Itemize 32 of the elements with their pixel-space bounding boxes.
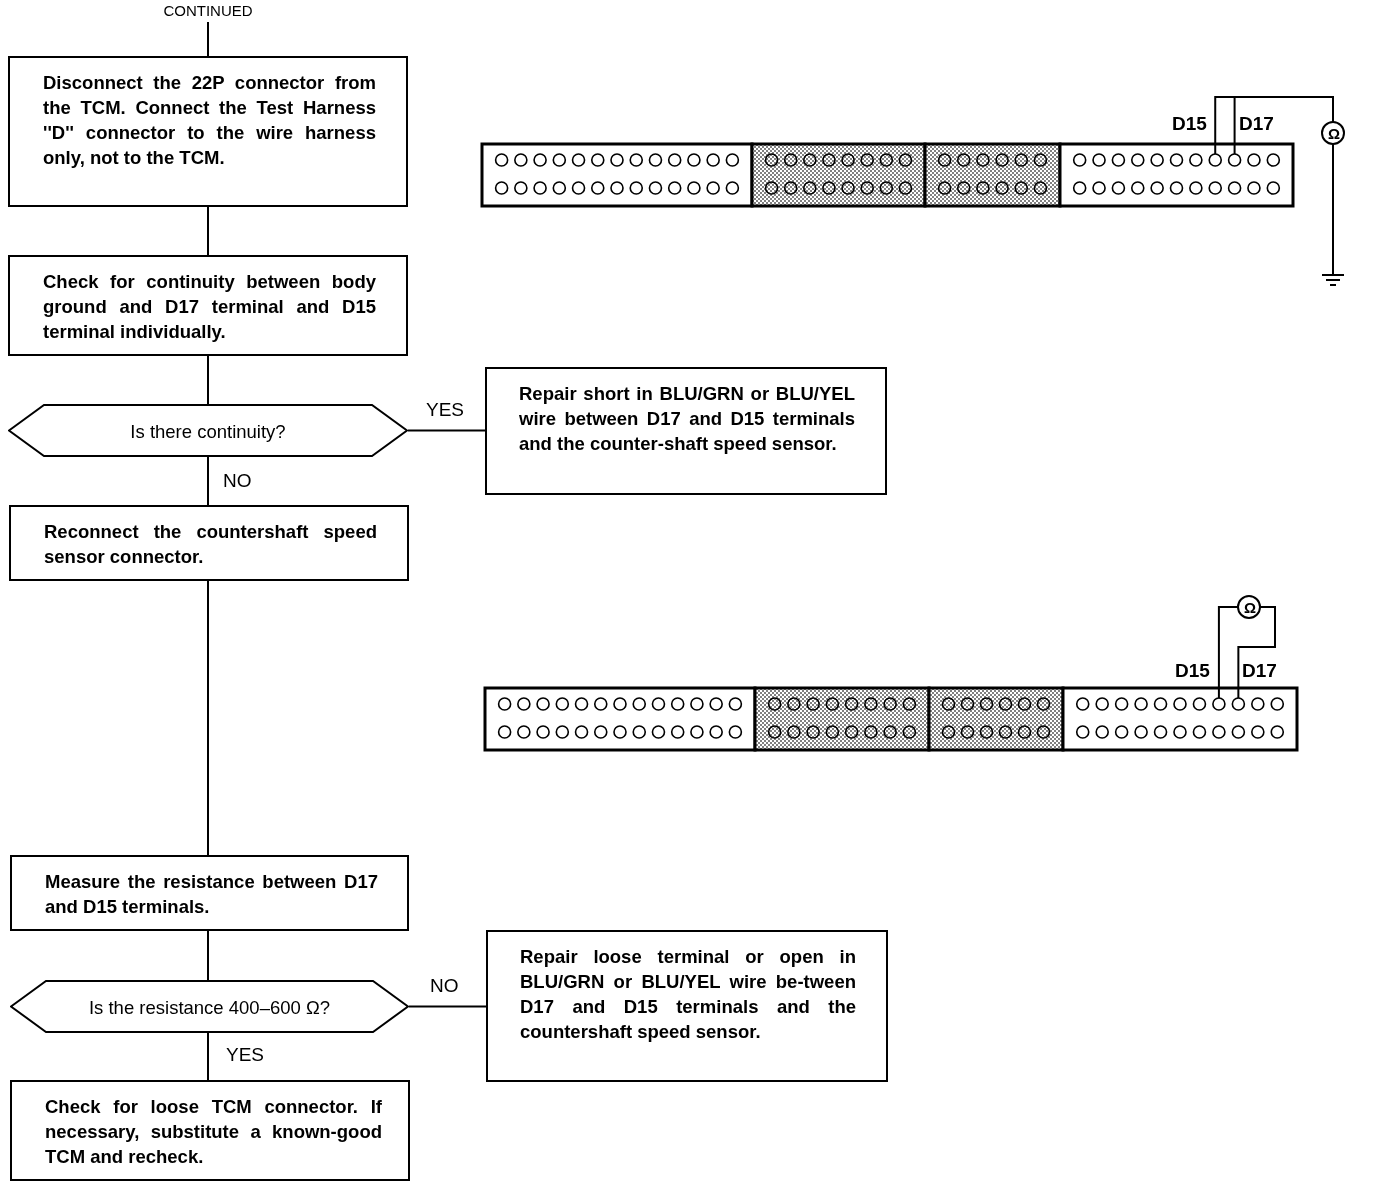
question-text: Is there continuity?	[129, 419, 287, 443]
process-box	[485, 367, 887, 495]
terminal-label: D15	[1175, 661, 1210, 681]
process-box	[8, 56, 408, 207]
flow-label: CONTINUED	[150, 2, 266, 22]
terminal-label: D17	[1239, 114, 1274, 134]
terminal-label: D15	[1172, 114, 1207, 134]
process-box	[10, 1080, 410, 1181]
connector-line	[207, 206, 209, 256]
ohm-symbol: Ω	[1244, 600, 1257, 615]
connector-line	[207, 355, 209, 405]
process-box	[10, 855, 409, 931]
step-text: Check for continuity between body ground and D17 terminal and D15 terminal individually.	[43, 270, 376, 344]
step-text: Check for loose TCM connector. If necessary, substitute a known-good TCM and recheck.	[45, 1095, 382, 1169]
connector-line	[207, 21, 209, 57]
step-text: Reconnect the countershaft speed sensor connector.	[44, 520, 377, 569]
connector-line	[408, 1005, 487, 1008]
connector-line	[207, 580, 209, 856]
ohm-symbol: Ω	[1328, 126, 1341, 141]
connector-line	[207, 930, 209, 981]
step-text: Repair short in BLU/GRN or BLU/YEL wire between D17 and D15 terminals and the counter-shaft speed sensor.	[519, 382, 855, 456]
process-box	[8, 255, 408, 356]
step-text: Measure the resistance between D17 and D15 terminals.	[45, 870, 378, 919]
step-text: Repair loose terminal or open in BLU/GRN or BLU/YEL wire be-tween D17 and D15 terminals and the countershaft speed sensor.	[520, 945, 856, 1044]
terminal-label: D17	[1242, 661, 1277, 681]
connector-line	[407, 429, 486, 432]
process-box	[486, 930, 888, 1082]
connector-line	[207, 1032, 209, 1081]
connector-line	[207, 456, 209, 506]
process-box	[9, 505, 409, 581]
step-text: Disconnect the 22P connector from the TCM. Connect the Test Harness ''D'' connector to the wire harness only, not to the TCM.	[43, 71, 376, 170]
question-text: Is the resistance 400–600 Ω?	[87, 995, 332, 1019]
